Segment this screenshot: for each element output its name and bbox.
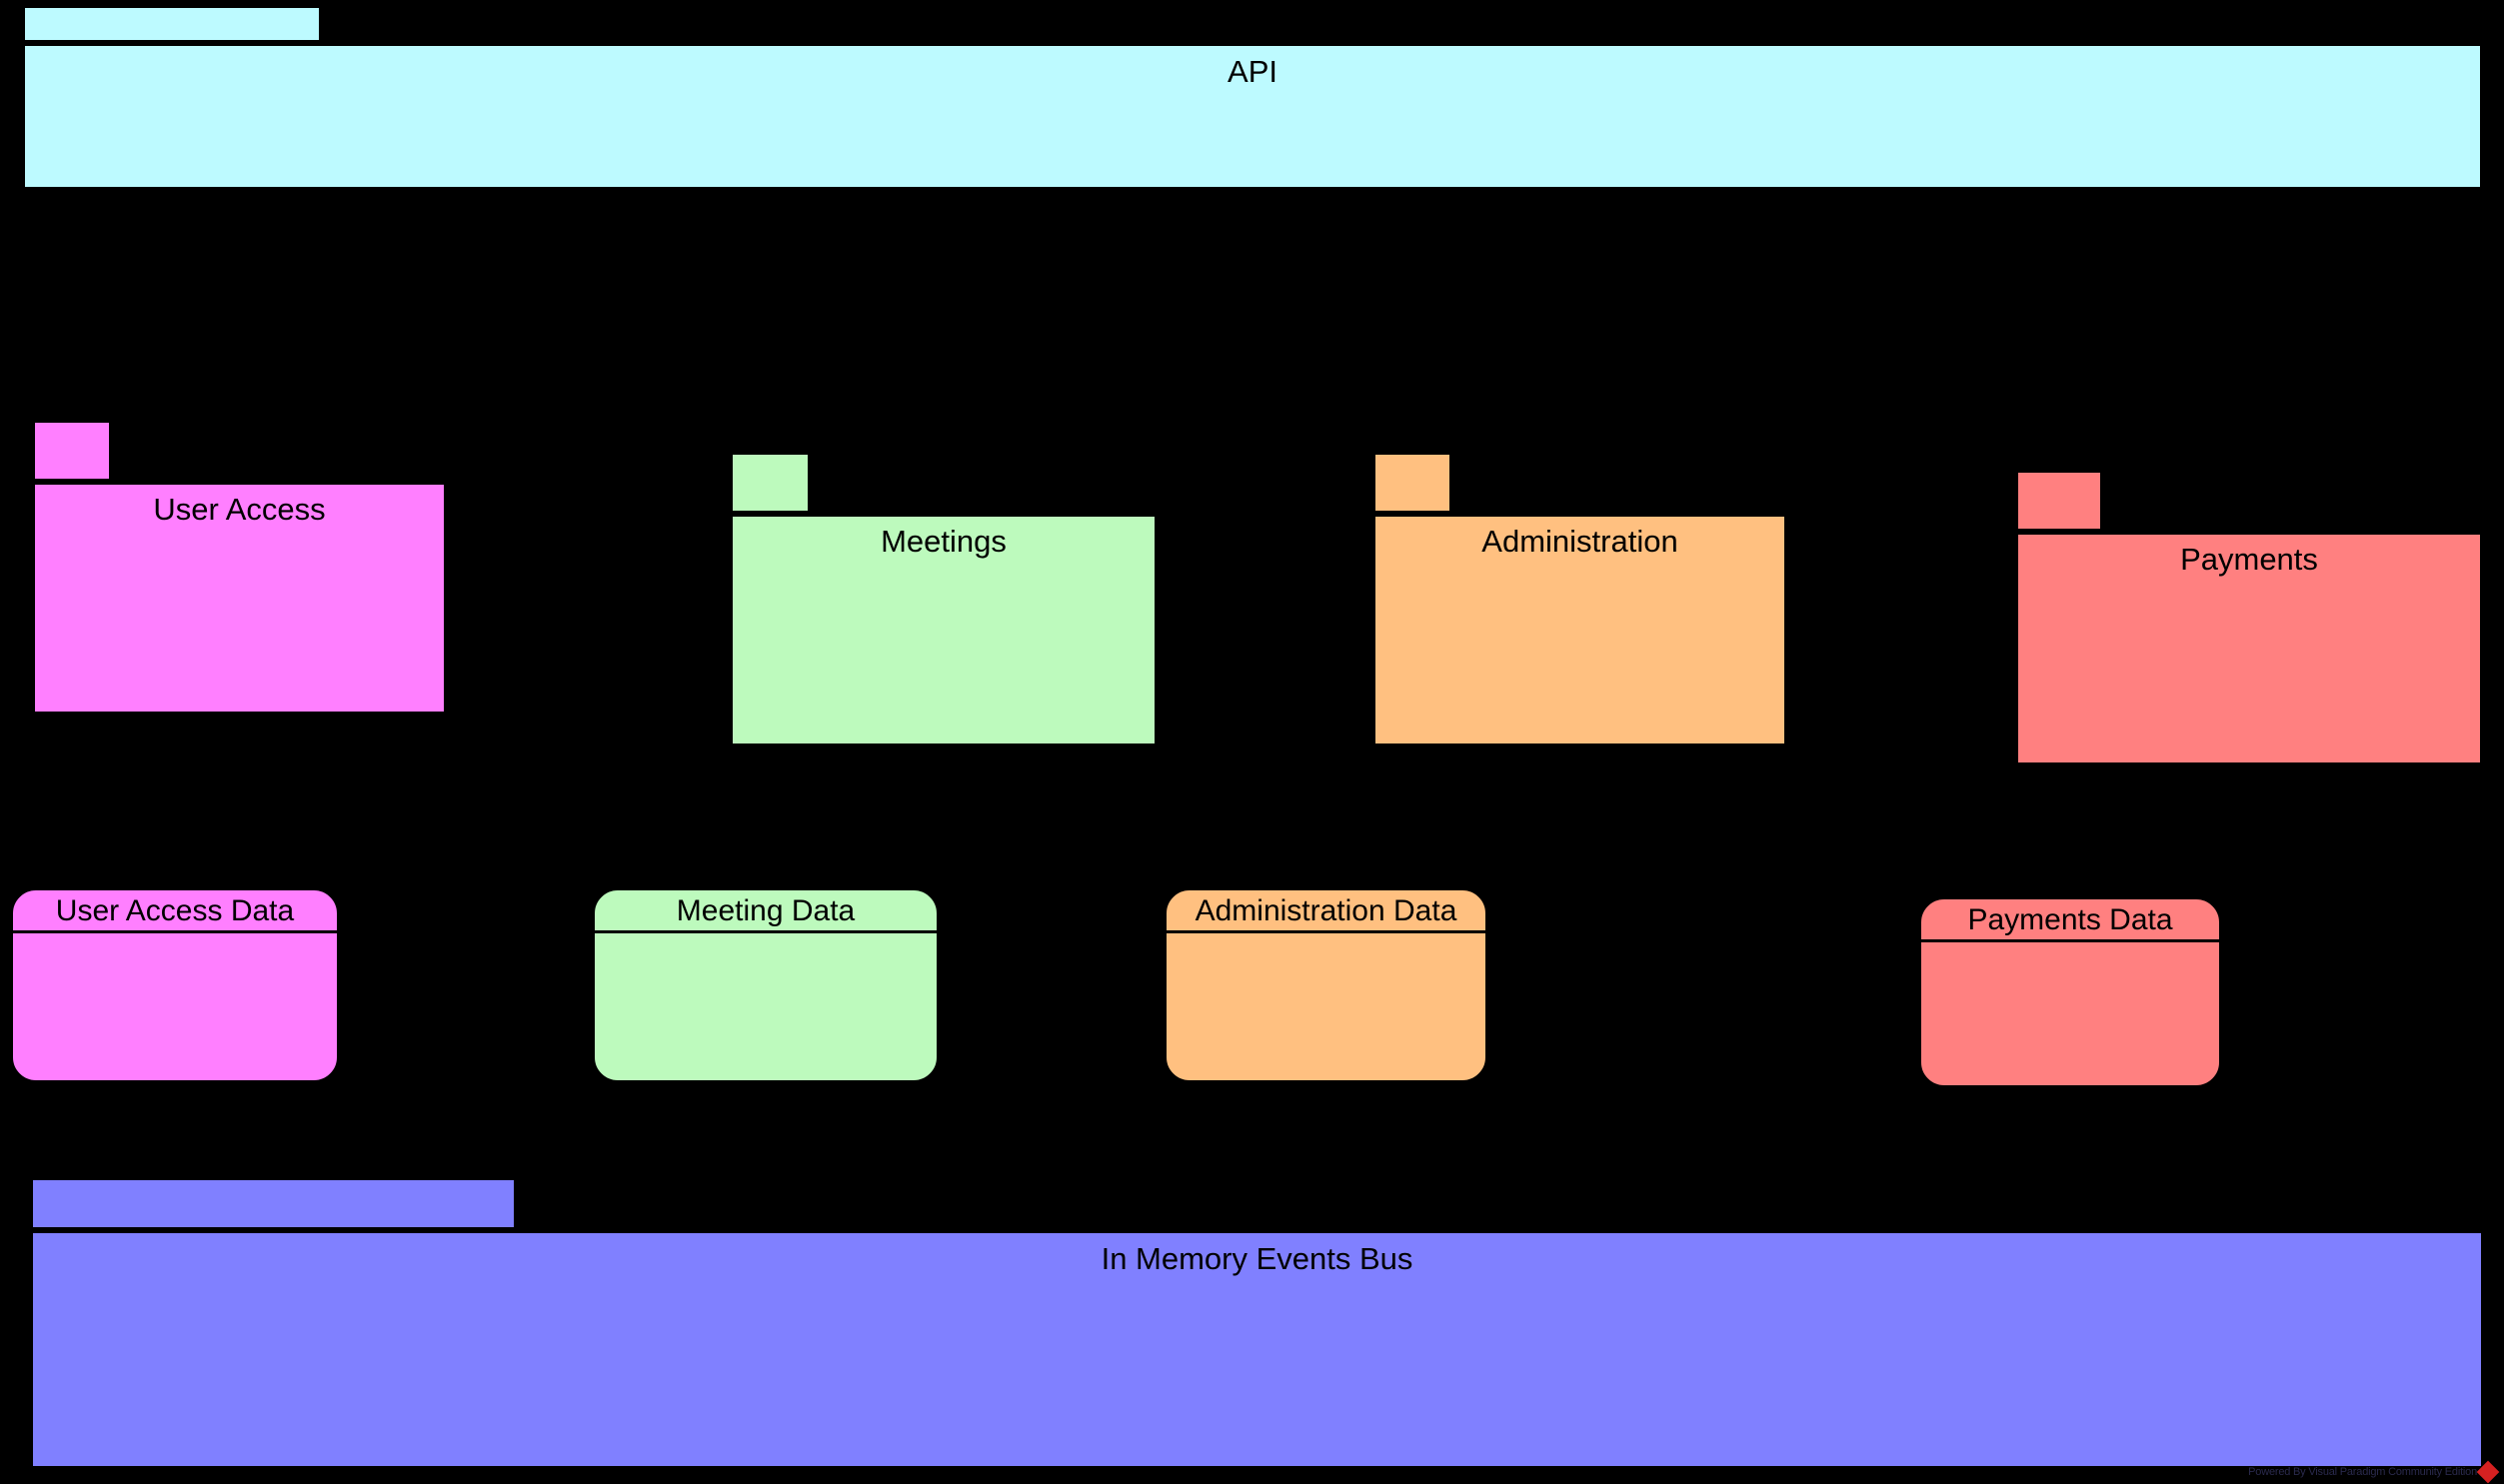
package-payments-body: Payments <box>2015 532 2483 765</box>
datastore-administration-data-label: Administration Data <box>1167 890 1485 933</box>
package-meetings[interactable]: Meetings <box>730 452 1158 746</box>
package-user-access-tab <box>32 420 112 482</box>
datastore-administration-data[interactable]: Administration Data <box>1164 887 1488 1083</box>
package-api-body: API <box>22 43 2483 190</box>
package-administration-tab <box>1372 452 1452 514</box>
package-in-memory-events-bus-label: In Memory Events Bus <box>1101 1241 1413 1276</box>
package-in-memory-events-bus[interactable]: In Memory Events Bus <box>30 1177 2484 1469</box>
datastore-user-access-data[interactable]: User Access Data <box>10 887 340 1083</box>
package-user-access-body: User Access <box>32 482 447 715</box>
package-administration-label: Administration <box>1481 524 1678 559</box>
package-administration[interactable]: Administration <box>1372 452 1787 746</box>
package-api-label: API <box>1228 54 1277 89</box>
package-user-access-label: User Access <box>153 492 326 527</box>
datastore-meeting-data[interactable]: Meeting Data <box>592 887 940 1083</box>
package-user-access[interactable]: User Access <box>32 420 447 715</box>
package-payments[interactable]: Payments <box>2015 470 2483 765</box>
package-payments-tab <box>2015 470 2103 532</box>
package-api[interactable]: API <box>22 5 2483 190</box>
datastore-user-access-data-label: User Access Data <box>13 890 337 933</box>
package-administration-body: Administration <box>1372 514 1787 746</box>
datastore-meeting-data-label: Meeting Data <box>595 890 937 933</box>
package-in-memory-events-bus-tab <box>30 1177 517 1230</box>
package-api-tab <box>22 5 322 43</box>
package-payments-label: Payments <box>2180 542 2318 577</box>
package-meetings-body: Meetings <box>730 514 1158 746</box>
package-meetings-tab <box>730 452 811 514</box>
package-in-memory-events-bus-body: In Memory Events Bus <box>30 1230 2484 1469</box>
datastore-payments-data-label: Payments Data <box>1921 899 2219 942</box>
datastore-payments-data[interactable]: Payments Data <box>1918 896 2222 1088</box>
package-meetings-label: Meetings <box>881 524 1007 559</box>
